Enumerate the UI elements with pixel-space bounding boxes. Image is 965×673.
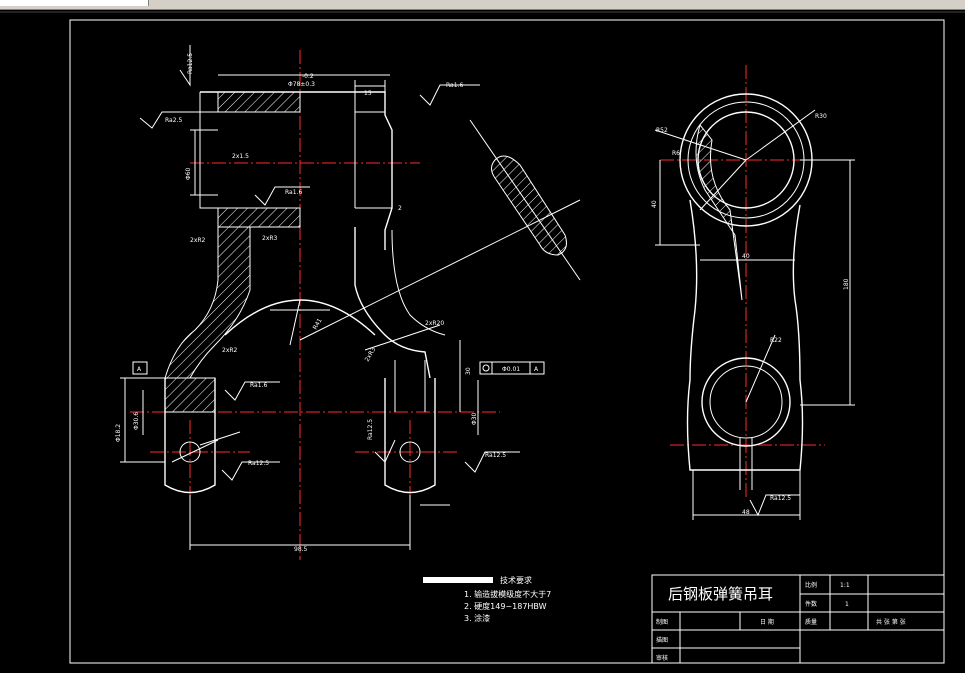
dim-text: Φ18.2 [115, 424, 122, 442]
scale-value: 1:1 [840, 582, 850, 589]
technical-requirements: 技术要求 1. 输造拔模级度不大于7 2. 硬度149~187HBW 3. 涂漆 [423, 575, 551, 623]
dim-text: 2xR2 [190, 237, 206, 244]
dim-text: Φ0.01 [502, 366, 520, 373]
dim-text: 40 [651, 200, 658, 208]
qty-label: 件数 [805, 600, 817, 608]
traced-by-label: 描图 [656, 636, 668, 644]
dim-text: Ra12.5 [485, 452, 506, 459]
dim-text: 48 [742, 509, 750, 516]
dim-text: A [137, 366, 142, 373]
drawn-by-label: 制图 [656, 618, 668, 626]
note-item: 3. 涂漆 [464, 613, 490, 623]
dim-text: A [534, 366, 539, 373]
dim-text: R6 [672, 150, 680, 157]
dim-text: Ra12.5 [770, 495, 791, 502]
checked-by-label: 审核 [656, 654, 668, 662]
dim-text: 180 [843, 278, 850, 290]
side-view [654, 65, 855, 520]
title-block: 后钢板弹簧吊耳 比例 1:1 件数 1 质量 共 张 第 张 制图 日 期 描图… [651, 574, 945, 664]
right-view-annotations: R6 R52 R30 40 180 R22 Ra12.5 48 40 [651, 113, 850, 516]
scale-label: 比例 [805, 581, 817, 589]
dim-text: Ra1.6 [250, 382, 267, 389]
drawing-border [69, 19, 945, 664]
dim-text: -0.2 [302, 73, 314, 80]
document-tab[interactable] [0, 0, 149, 6]
dim-text: Φ60 [185, 167, 192, 180]
dim-text: 2xR3 [364, 346, 378, 363]
dim-text: 98.5 [294, 546, 308, 553]
note-item: 1. 输造拔模级度不大于7 [464, 589, 551, 599]
dim-text: Ra12.5 [248, 460, 269, 467]
weight-label: 质量 [805, 618, 817, 626]
dim-text: Φ78±0.3 [288, 81, 315, 88]
dim-text: Ra12.5 [187, 53, 194, 74]
dim-text: 2xR20 [425, 320, 444, 327]
dim-text: 30 [465, 367, 472, 375]
dim-text: Ra1.6 [446, 82, 463, 89]
note-item: 2. 硬度149~187HBW [464, 601, 547, 611]
dim-text: 2x1.5 [232, 153, 249, 160]
dim-text: R22 [770, 337, 782, 344]
dim-text: Φ30 [471, 412, 478, 425]
dim-text: Ra12.5 [367, 419, 374, 440]
sheet-info: 共 张 第 张 [876, 618, 906, 626]
dim-text: 15 [364, 90, 372, 97]
window-toolbar-strip [0, 0, 965, 10]
dim-text: Ra2.5 [165, 117, 182, 124]
date-label: 日 期 [760, 618, 774, 626]
dim-text: 2xR3 [262, 235, 278, 242]
dim-text: R52 [656, 127, 668, 134]
part-name: 后钢板弹簧吊耳 [668, 585, 773, 603]
qty-value: 1 [845, 601, 849, 608]
dim-text: 2 [398, 205, 402, 212]
dim-text: Φ30.6 [133, 412, 140, 430]
dim-text: 40 [742, 253, 750, 260]
front-section-view [120, 45, 581, 560]
notes-heading: 技术要求 [500, 575, 532, 585]
dim-text: R30 [815, 113, 827, 120]
dim-text: Ra1.6 [285, 189, 302, 196]
dim-text: 2xR2 [222, 347, 238, 354]
left-view-annotations: Ra12.5 -0.2 Φ78±0.3 Ra1.6 15 Ra2.5 Φ60 2… [115, 53, 539, 553]
